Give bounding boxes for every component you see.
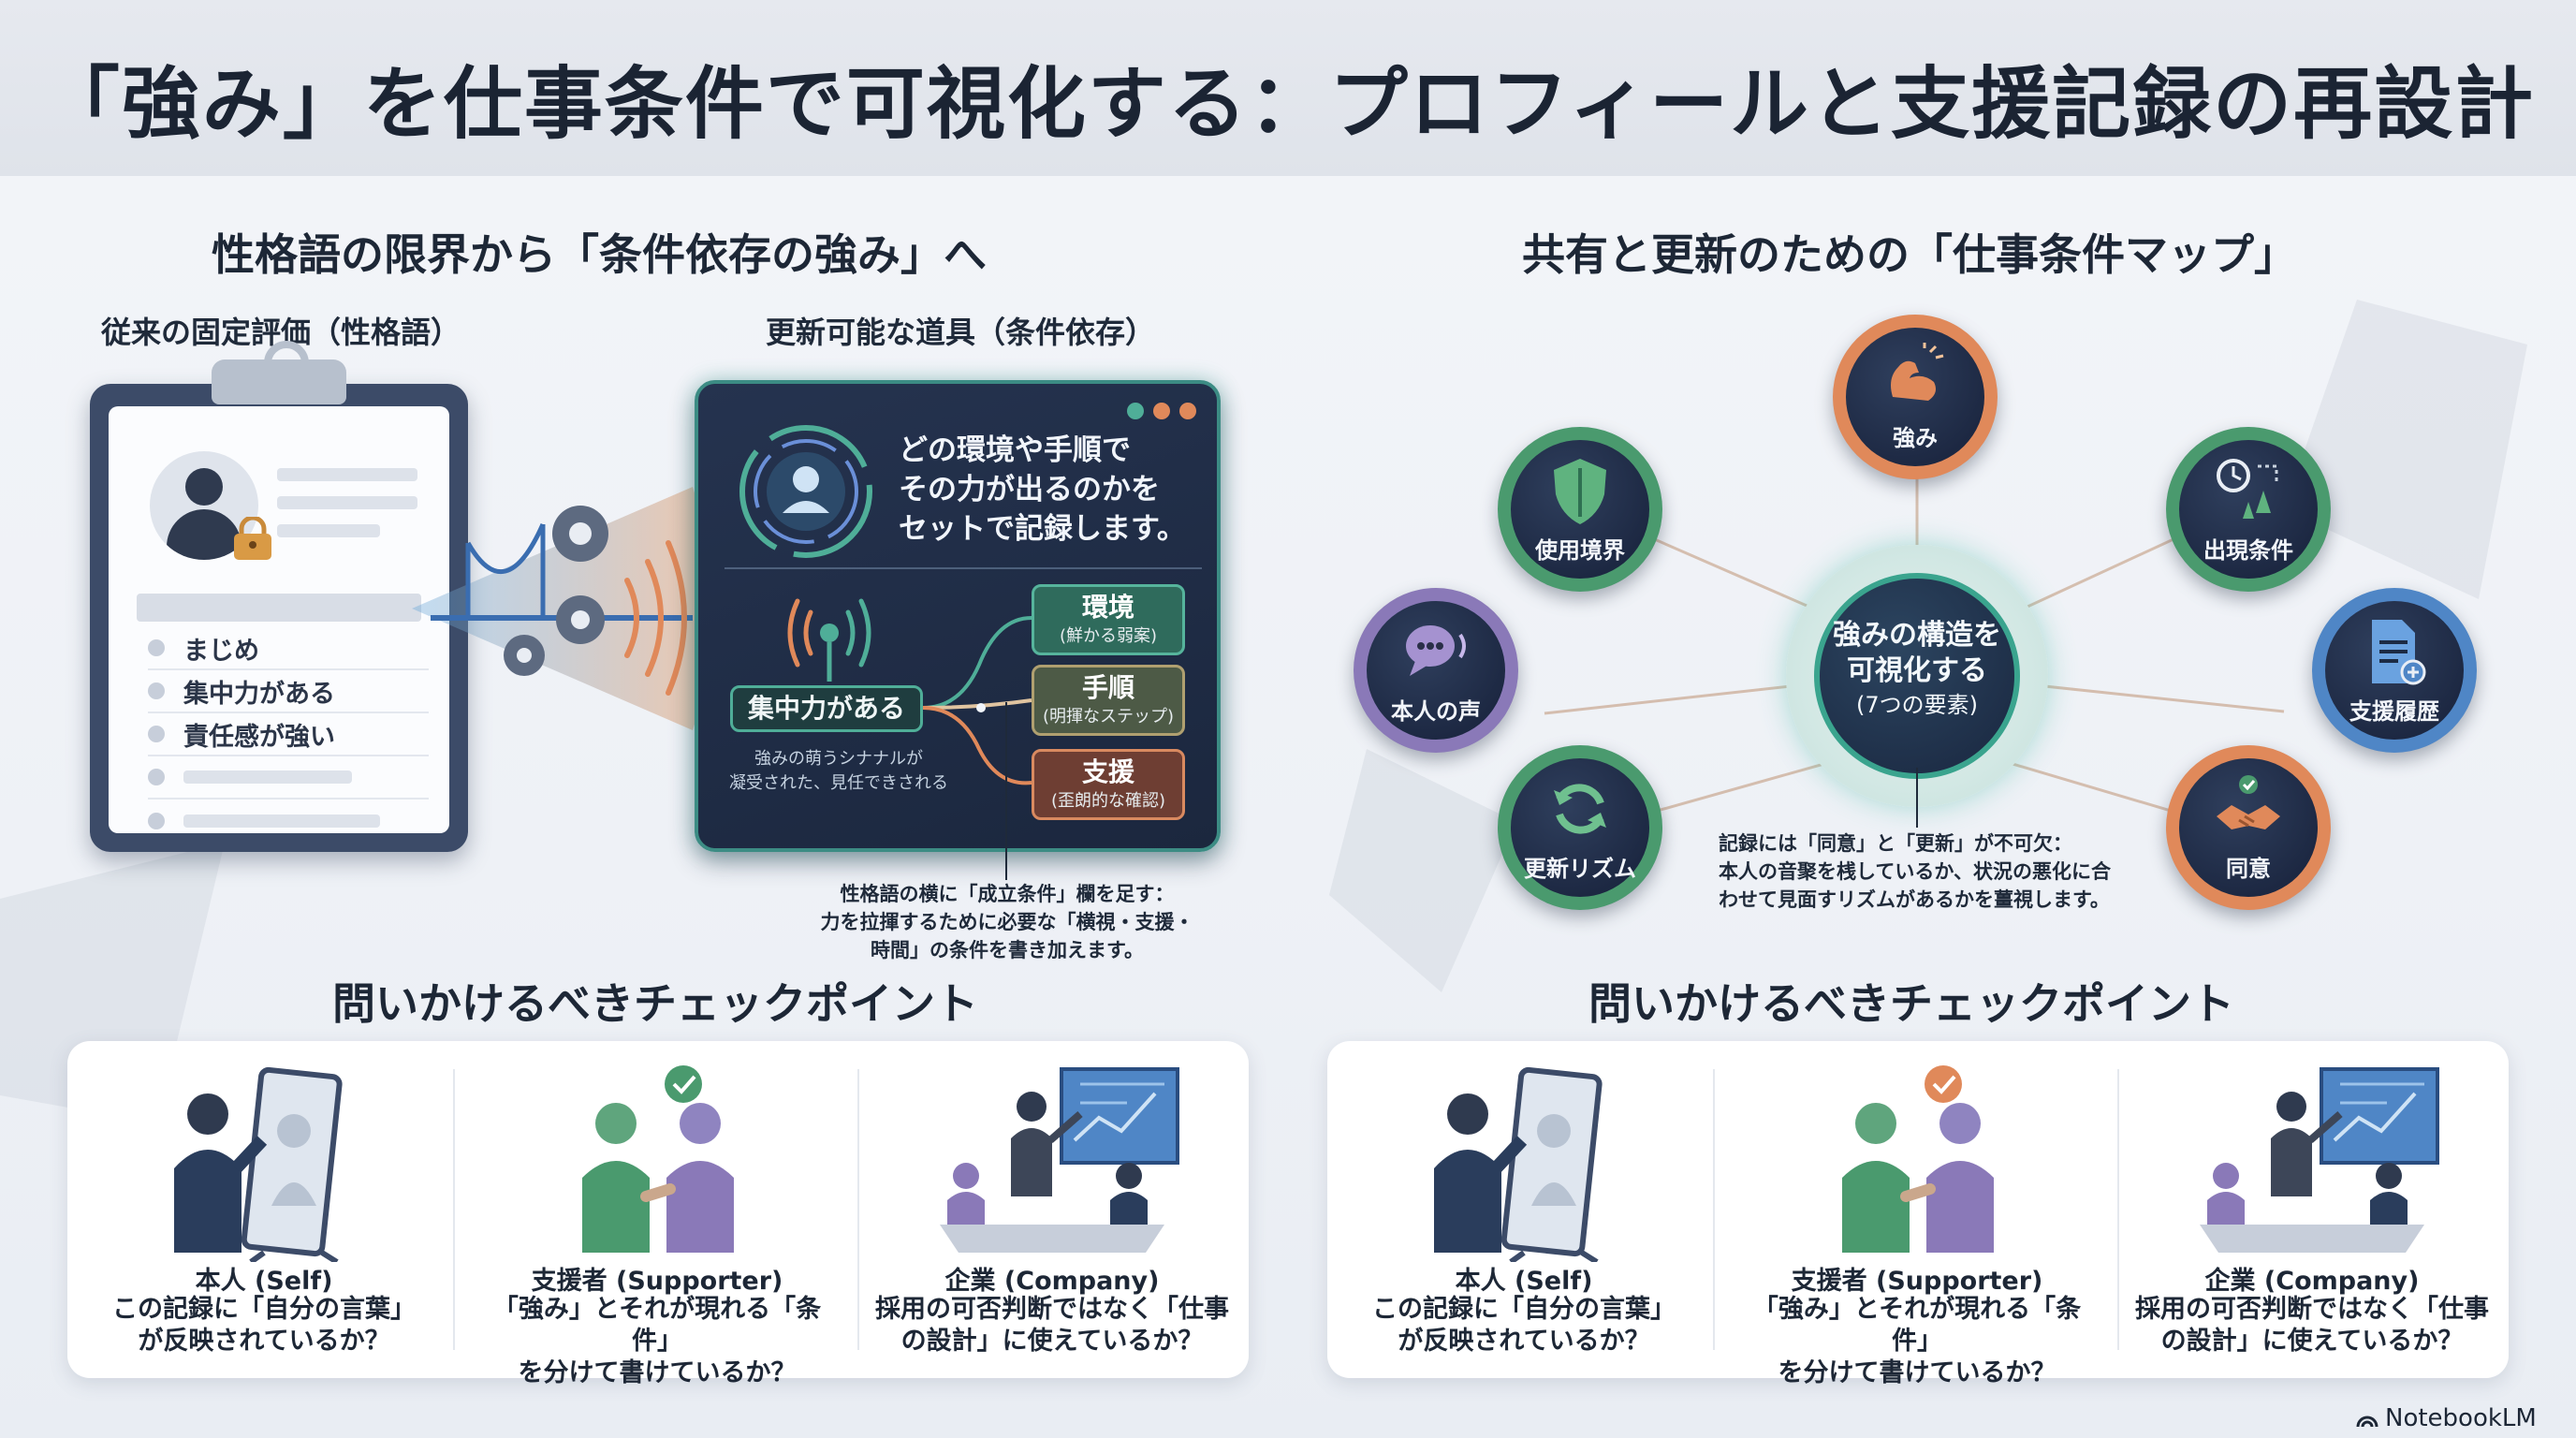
clip-icon bbox=[212, 341, 346, 404]
refresh-icon bbox=[1554, 784, 1606, 834]
list-item bbox=[148, 800, 429, 843]
notebooklm-logo-icon bbox=[2356, 1416, 2378, 1428]
tool-description: どの環境や手順で その力が出るのかを セットで記録します。 bbox=[899, 433, 1186, 546]
map-node-condition: 出現条件 bbox=[2166, 427, 2331, 592]
speech-bubble-icon bbox=[1406, 625, 1466, 676]
handshake-icon bbox=[2217, 775, 2280, 829]
window-dot-icon bbox=[1179, 403, 1196, 419]
window-dot-icon bbox=[1127, 403, 1144, 419]
paper-line bbox=[277, 524, 380, 537]
meeting-icon bbox=[940, 1067, 1179, 1253]
map-node-boundary: 使用境界 bbox=[1498, 427, 1662, 592]
paper-line bbox=[277, 468, 417, 481]
updatable-tool-label: 更新可能な道具（条件依存） bbox=[766, 315, 1156, 350]
profile-ring-icon bbox=[739, 425, 872, 558]
left-section-title: 性格語の限界から「条件依存の強み」へ bbox=[212, 229, 987, 280]
checkpoint-supporter: 支援者 (Supporter) 「強み」とそれが現れる「条件」を分けて書けている… bbox=[1720, 1041, 2114, 1387]
avatar bbox=[150, 451, 258, 560]
list-item: 責任感が強い bbox=[148, 713, 429, 756]
focus-strength-pill: 集中力がある bbox=[730, 685, 923, 732]
checkpoint-card-right: 本人 (Self) この記録に「自分の言葉」が反映されているか？ 支援者 (Su… bbox=[1327, 1041, 2509, 1387]
checkpoint-company: 企業 (Company) 採用の可否判断ではなく「仕事の設計」に使えているか？ bbox=[2115, 1041, 2509, 1378]
list-item bbox=[148, 756, 429, 800]
supporters-icon bbox=[582, 1065, 734, 1253]
flexed-arm-icon bbox=[1891, 343, 1944, 401]
signal-antenna-icon bbox=[787, 598, 871, 682]
map-node-strength: 強み bbox=[1833, 315, 1998, 479]
paper-line bbox=[277, 496, 417, 509]
bridge-gears-illustration bbox=[412, 487, 730, 730]
map-center-node: 強みの構造を 可視化する (7つの要素) bbox=[1786, 545, 2048, 807]
clock-tree-icon bbox=[2217, 459, 2278, 519]
right-checkpoint-title: 問いかけるべきチェックポイント bbox=[1588, 978, 2234, 1029]
shield-icon bbox=[1554, 459, 1606, 524]
focus-note: 強みの萌うシナナルが 凝受された、見任できされる bbox=[729, 749, 948, 793]
map-node-voice: 本人の声 bbox=[1354, 588, 1518, 753]
checkpoint-company: 企業 (Company) 採用の可否判断ではなく「仕事の設計」に使えているか？ bbox=[856, 1041, 1249, 1378]
paper-line bbox=[137, 594, 421, 622]
condition-support: 支援 (歪朗的な確認) bbox=[1032, 749, 1185, 820]
right-section-title: 共有と更新のための「仕事条件マップ」 bbox=[1522, 229, 2297, 280]
note-pointer-line bbox=[1916, 768, 1918, 828]
left-checkpoint-title: 問いかけるべきチェックポイント bbox=[332, 978, 978, 1029]
list-item: 集中力がある bbox=[148, 670, 429, 713]
window-dot-icon bbox=[1153, 403, 1170, 419]
map-node-consent: 同意 bbox=[2166, 745, 2331, 910]
separator bbox=[453, 1069, 455, 1350]
branch-connector bbox=[923, 616, 1032, 785]
page-title: 「強み」を仕事条件で可視化する：プロフィールと支援記録の再設計 bbox=[40, 58, 2536, 150]
list-item: まじめ bbox=[148, 627, 429, 670]
document-icon bbox=[2372, 620, 2426, 685]
checkpoint-self: 本人 (Self) この記録に「自分の言葉」が反映されているか？ bbox=[67, 1041, 461, 1378]
center-title: 強みの構造を 可視化する bbox=[1833, 619, 2001, 687]
condition-environment: 環境 (鮮かる弱案) bbox=[1032, 584, 1185, 655]
supporters-icon bbox=[1842, 1065, 1994, 1253]
separator bbox=[857, 1069, 859, 1350]
map-node-history: 支援履歴 bbox=[2312, 588, 2477, 753]
brand-label: NotebookLM bbox=[2385, 1404, 2537, 1432]
clipboard-paper: まじめ 集中力がある 責任感が強い bbox=[109, 406, 449, 833]
checkpoint-supporter: 支援者 (Supporter) 「強み」とそれが現れる「条件」を分けて書けている… bbox=[461, 1041, 854, 1387]
condition-note: 性格語の横に「成立条件」欄を足す： 力を拉揮するために必要な「横視・支援・ 時間… bbox=[820, 883, 1194, 961]
panel-divider bbox=[724, 567, 1202, 569]
mirror-person-icon bbox=[174, 1066, 343, 1262]
mirror-person-icon bbox=[1434, 1066, 1603, 1262]
lock-icon bbox=[234, 517, 271, 560]
checkpoint-self: 本人 (Self) この記録に「自分の言葉」が反映されているか？ bbox=[1327, 1041, 1720, 1378]
meeting-icon bbox=[2200, 1067, 2439, 1253]
separator bbox=[1713, 1069, 1715, 1350]
condition-procedure: 手順 (明揮なステップ) bbox=[1032, 665, 1185, 736]
map-note: 記録には「同意」と「更新」が不可欠： 本人の音聚を桟しているか、状況の悪化に合 … bbox=[1719, 832, 2111, 911]
center-subtitle: (7つの要素) bbox=[1856, 692, 1978, 718]
map-node-rhythm: 更新リズム bbox=[1498, 745, 1662, 910]
note-pointer-line bbox=[1005, 702, 1007, 880]
clipboard: まじめ 集中力がある 責任感が強い bbox=[90, 341, 468, 852]
tool-panel: どの環境や手順で その力が出るのかを セットで記録します。 集中力がある 強みの… bbox=[695, 380, 1221, 852]
checkpoint-card-left: 本人 (Self) この記録に「自分の言葉」が反映されているか？ 支援者 (Su… bbox=[67, 1041, 1249, 1387]
separator bbox=[2117, 1069, 2119, 1350]
header-band bbox=[0, 0, 2576, 176]
